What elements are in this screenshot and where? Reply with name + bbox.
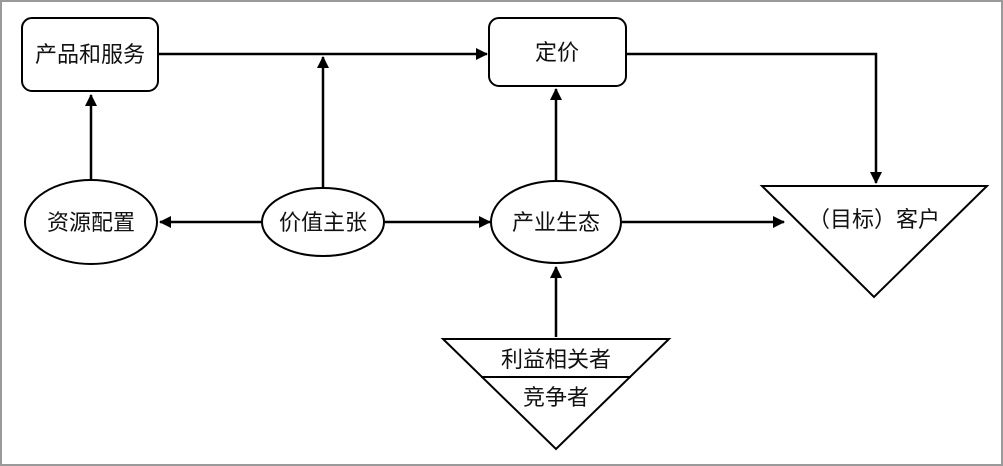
- node-products-services: 产品和服务: [21, 17, 159, 92]
- arrow-pricing-to-customers: [626, 52, 882, 184]
- node-target-customers-label: （目标）客户: [808, 208, 940, 233]
- node-pricing: 定价: [488, 17, 627, 87]
- node-resource-allocation: 资源配置: [24, 179, 158, 265]
- node-stakeholders-competitors: 利益相关者 竞争者: [440, 338, 672, 451]
- node-industry-ecosystem: 产业生态: [490, 180, 622, 264]
- node-resource-allocation-ellipse: [24, 179, 158, 265]
- node-competitors-label: 竞争者: [523, 386, 589, 411]
- node-resource-allocation-label: 资源配置: [47, 211, 135, 236]
- node-pricing-label: 定价: [535, 41, 579, 66]
- node-value-proposition-label: 价值主张: [279, 211, 367, 236]
- node-products-services-label: 产品和服务: [35, 43, 145, 68]
- node-pricing-box: [488, 17, 627, 87]
- node-target-customers-triangle: [759, 185, 990, 299]
- node-value-proposition: 价值主张: [261, 187, 385, 257]
- connectors: [85, 48, 882, 337]
- node-industry-ecosystem-label: 产业生态: [512, 211, 600, 236]
- node-stakeholders-label: 利益相关者: [501, 348, 611, 373]
- node-stakeholders-triangle: [440, 338, 672, 451]
- node-target-customers: （目标）客户: [759, 185, 990, 299]
- node-industry-ecosystem-ellipse: [490, 180, 622, 264]
- node-value-proposition-ellipse: [261, 187, 385, 257]
- node-products-services-box: [21, 17, 159, 92]
